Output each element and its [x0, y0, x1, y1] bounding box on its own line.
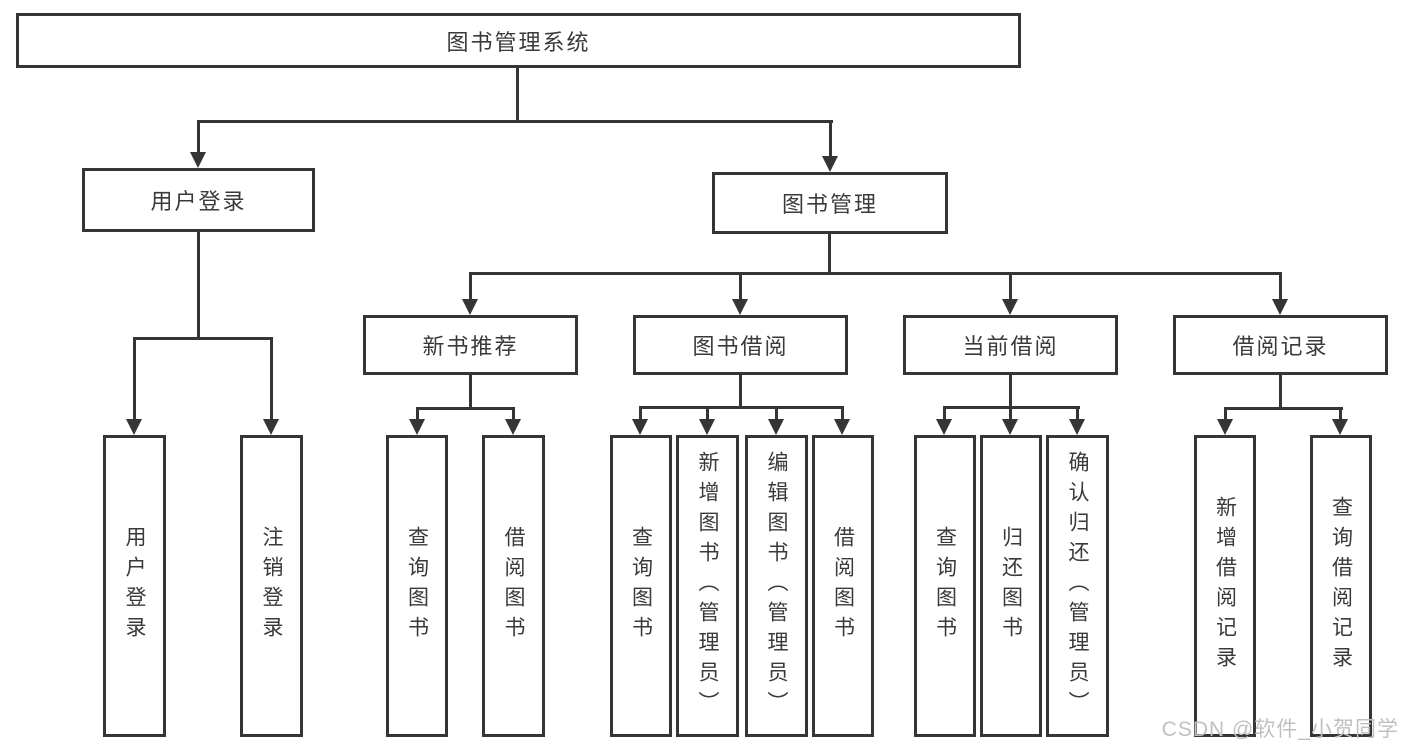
connector-line	[416, 407, 515, 410]
arrowhead-down-icon	[834, 419, 850, 435]
arrowhead-down-icon	[699, 419, 715, 435]
connector-line	[828, 234, 831, 272]
leaf-query-books-borrow: 查询图书	[610, 435, 672, 737]
arrowhead-down-icon	[1272, 299, 1288, 315]
connector-line	[1009, 406, 1012, 419]
leaf-label: 借阅图书	[831, 526, 855, 646]
leaf-label: 查询借阅记录	[1329, 496, 1353, 676]
leaf-query-borrow-record: 查询借阅记录	[1310, 435, 1372, 737]
leaf-label: 新增借阅记录	[1213, 496, 1237, 676]
node-new-book-recommend: 新书推荐	[363, 315, 578, 375]
connector-line	[1279, 272, 1282, 300]
connector-line	[512, 407, 515, 419]
arrowhead-down-icon	[632, 419, 648, 435]
connector-line	[1339, 407, 1342, 419]
leaf-label: 归还图书	[999, 526, 1023, 646]
connector-line	[197, 120, 200, 152]
node-book-borrow: 图书借阅	[633, 315, 848, 375]
arrowhead-down-icon	[462, 299, 478, 315]
leaf-query-books-recommend: 查询图书	[386, 435, 448, 737]
arrowhead-down-icon	[732, 299, 748, 315]
connector-line	[469, 375, 472, 407]
connector-line	[639, 406, 844, 409]
leaf-label: 查询图书	[629, 526, 653, 646]
leaf-query-books-current: 查询图书	[914, 435, 976, 737]
node-borrow-records: 借阅记录	[1173, 315, 1388, 375]
arrowhead-down-icon	[263, 419, 279, 435]
arrowhead-down-icon	[1332, 419, 1348, 435]
leaf-user-login: 用户登录	[103, 435, 166, 737]
leaf-label: 查询图书	[405, 526, 429, 646]
arrowhead-down-icon	[409, 419, 425, 435]
leaf-logout: 注销登录	[240, 435, 303, 737]
arrowhead-down-icon	[936, 419, 952, 435]
connector-line	[841, 406, 844, 419]
connector-line	[706, 406, 709, 419]
arrowhead-down-icon	[822, 156, 838, 172]
connector-line	[469, 272, 1282, 275]
connector-line	[1009, 375, 1012, 406]
connector-line	[416, 407, 419, 419]
leaf-label: 注销登录	[260, 526, 283, 646]
arrowhead-down-icon	[126, 419, 142, 435]
leaf-borrow-books-recommend: 借阅图书	[482, 435, 545, 737]
connector-line	[133, 337, 136, 419]
connector-line	[270, 337, 273, 419]
node-current-borrow: 当前借阅	[903, 315, 1118, 375]
arrowhead-down-icon	[190, 152, 206, 168]
node-book-management: 图书管理	[712, 172, 948, 234]
connector-line	[1224, 407, 1343, 410]
connector-line	[739, 272, 742, 300]
connector-line	[1279, 375, 1282, 407]
leaf-add-books-admin: 新增图书（管理员）	[676, 435, 739, 737]
node-user-login-group: 用户登录	[82, 168, 315, 232]
arrowhead-down-icon	[1002, 299, 1018, 315]
connector-line	[197, 232, 200, 337]
leaf-edit-books-admin: 编辑图书（管理员）	[745, 435, 808, 737]
connector-line	[1076, 406, 1079, 419]
arrowhead-down-icon	[1002, 419, 1018, 435]
arrowhead-down-icon	[1069, 419, 1085, 435]
leaf-label: 查询图书	[933, 526, 957, 646]
arrowhead-down-icon	[768, 419, 784, 435]
watermark: CSDN @软件_小贺同学	[1161, 718, 1399, 741]
arrowhead-down-icon	[1217, 419, 1233, 435]
leaf-return-books: 归还图书	[980, 435, 1042, 737]
leaf-label: 借阅图书	[502, 526, 525, 646]
connector-line	[639, 406, 642, 419]
leaf-borrow-books: 借阅图书	[812, 435, 874, 737]
connector-line	[943, 406, 946, 419]
leaf-label: 确认归还（管理员）	[1066, 451, 1089, 721]
leaf-label: 编辑图书（管理员）	[765, 451, 788, 721]
leaf-add-borrow-record: 新增借阅记录	[1194, 435, 1256, 737]
connector-line	[469, 272, 472, 300]
connector-line	[1224, 407, 1227, 419]
connector-line	[829, 120, 832, 156]
connector-line	[516, 68, 519, 120]
leaf-confirm-return-admin: 确认归还（管理员）	[1046, 435, 1109, 737]
connector-line	[775, 406, 778, 419]
node-root: 图书管理系统	[16, 13, 1021, 68]
connector-line	[197, 120, 833, 123]
leaf-label: 新增图书（管理员）	[696, 451, 719, 721]
arrowhead-down-icon	[505, 419, 521, 435]
connector-line	[1009, 272, 1012, 300]
connector-line	[739, 375, 742, 406]
connector-line	[133, 337, 273, 340]
leaf-label: 用户登录	[123, 526, 146, 646]
